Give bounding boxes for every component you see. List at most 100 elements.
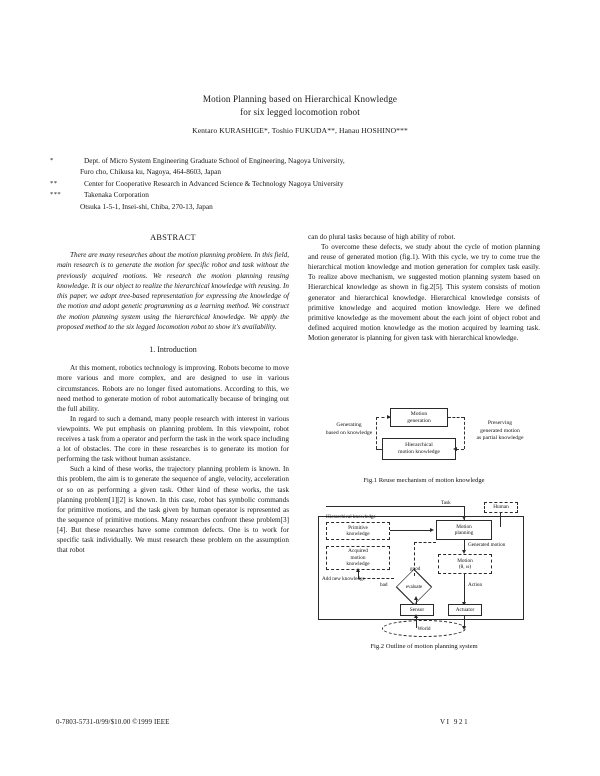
left-column: ABSTRACT There are many researches about… xyxy=(57,232,289,555)
fig2-motion-state-box: Motion (θ, ω) xyxy=(438,554,492,574)
fig1-know-line-2: motion knowledge xyxy=(398,449,440,455)
fig2-planning-line-2: planning xyxy=(454,530,474,536)
body-paragraph: can do plural tasks because of high abil… xyxy=(308,233,456,241)
figure-1: Motion generation Hierarchical motion kn… xyxy=(308,398,540,494)
figure-2-diagram: Task Human Hierarchical knowledge Primit… xyxy=(308,500,540,640)
fig2-acquired-line-3: knowledge xyxy=(346,561,370,568)
fig1-connector-right-top xyxy=(448,417,464,418)
abstract-heading: ABSTRACT xyxy=(150,233,196,242)
fig1-connector-left-vertical xyxy=(376,417,377,449)
fig2-task-bus-line xyxy=(326,506,464,507)
title-line-2: for six legged locomotion robot xyxy=(240,106,360,117)
fig2-motion-planning-box: Motion planning xyxy=(436,520,492,540)
fig2-arrowhead-generated-motion xyxy=(461,550,466,554)
fig2-arrowhead-task xyxy=(461,516,466,520)
affiliation-text: Dept. of Micro System Engineering Gradua… xyxy=(84,156,345,165)
fig2-knowledge-to-planning-line xyxy=(390,530,432,531)
fig2-human-link xyxy=(500,513,501,527)
fig1-preserving-label: Preserving generated motion as partial k… xyxy=(460,420,540,443)
fig1-hierarchical-knowledge-box: Hierarchical motion knowledge xyxy=(382,438,456,460)
fig2-arrowhead-to-planning xyxy=(430,527,434,532)
fig2-evaluate-feedback-line xyxy=(358,578,394,579)
footer-page-number: VI 921 xyxy=(440,718,470,726)
affiliation-text-cont: Otsuka 1-5-1, Insei-shi, Chiba, 270-13, … xyxy=(80,201,213,211)
fig2-actuator-to-world-line xyxy=(464,616,465,628)
fig2-evaluate-good-label: good xyxy=(410,566,421,572)
right-column: can do plural tasks because of high abil… xyxy=(308,232,540,343)
figure-2: Task Human Hierarchical knowledge Primit… xyxy=(308,500,540,660)
affiliation-marker: * xyxy=(50,157,54,164)
fig2-task-to-planning-line xyxy=(464,506,465,520)
body-paragraph: At this moment, robotics technology is i… xyxy=(57,364,289,413)
body-paragraph: Such a kind of these works, the trajecto… xyxy=(57,465,289,555)
fig2-arrowhead-sensor xyxy=(413,596,418,600)
fig2-actuator-box: Actuator xyxy=(448,604,482,616)
abstract-paragraph: There are many researches about the moti… xyxy=(57,251,289,332)
fig2-planning-line-1: Motion xyxy=(456,523,472,530)
affiliation-block: * Dept. of Micro System Engineering Grad… xyxy=(46,155,546,212)
body-paragraph: To overcome these defects, we study abou… xyxy=(308,243,540,342)
fig2-primitive-line-1: Primitive xyxy=(348,524,368,531)
figure-1-diagram: Motion generation Hierarchical motion kn… xyxy=(308,398,540,472)
fig2-hierarchical-knowledge-title: Hierarchical knowledge xyxy=(326,514,376,520)
fig2-add-knowledge-link xyxy=(358,570,359,578)
fig2-primitive-knowledge-box: Primitive knowledge xyxy=(326,522,390,540)
affiliation-marker: ** xyxy=(50,179,58,187)
fig2-arrowhead-add-knowledge xyxy=(355,568,360,572)
fig2-generated-motion-label: Generated motion xyxy=(468,542,506,548)
affiliation-text-cont: Furo cho, Chikusa ku, Nagoya, 464-8603, … xyxy=(80,167,222,177)
fig2-primitive-line-2: knowledge xyxy=(346,531,370,537)
affiliation-item: * Dept. of Micro System Engineering Grad… xyxy=(46,155,546,166)
fig1-arrowhead-to-knowledge xyxy=(453,446,457,451)
affiliation-item: *** Takenaka Corporation xyxy=(46,189,546,200)
fig2-acquired-line-2: motion xyxy=(350,554,366,561)
title-line-1: Motion Planning based on Hierarchical Kn… xyxy=(202,94,398,104)
fig1-gen-line-2: generation xyxy=(407,417,431,424)
fig1-motion-generation-box: Motion generation xyxy=(390,408,448,427)
fig1-connector-left-bottom xyxy=(376,449,382,450)
fig2-motion-line-2: (θ, ω) xyxy=(458,564,472,570)
fig1-right-line-3: as partial knowledge xyxy=(476,435,524,442)
footer-copyright: 0-7803-5731-0/99/$10.00 ©1999 IEEE xyxy=(56,718,170,726)
fig1-right-line-1: Preserving xyxy=(487,420,513,426)
fig2-evaluate-to-planning-line xyxy=(414,542,436,543)
fig2-task-label: Task xyxy=(441,500,451,506)
fig1-know-line-1: Hierarchical xyxy=(405,442,433,448)
fig1-right-line-2: generated motion xyxy=(480,427,520,434)
fig1-connector-right-vertical xyxy=(464,417,465,449)
paper-title: Motion Planning based on Hierarchical Kn… xyxy=(60,93,540,118)
author-list: Kentaro KURASHIGE*, Toshio FUKUDA**, Han… xyxy=(192,126,408,135)
fig1-left-line-1: Generating xyxy=(336,422,362,428)
abstract-body: There are many researches about the moti… xyxy=(57,250,289,332)
affiliation-text: Takenaka Corporation xyxy=(84,190,149,200)
fig2-world-to-sensor-line xyxy=(416,616,417,628)
fig2-world-ellipse: World xyxy=(382,620,466,637)
affiliation-text: Center for Cooperative Research in Advan… xyxy=(84,178,344,188)
fig2-evaluate-bad-label: bad xyxy=(380,582,388,588)
fig2-sensor-to-evaluate-line xyxy=(416,598,417,604)
fig2-motion-line-1: Motion xyxy=(457,557,473,564)
fig1-connector-right-bottom xyxy=(456,449,464,450)
fig2-add-knowledge-label: Add new knowledge xyxy=(322,576,365,582)
introduction-heading: 1. Introduction xyxy=(149,345,197,355)
fig2-evaluate-decision: evaluate xyxy=(394,568,434,606)
fig2-evaluate-upper-line xyxy=(414,542,415,576)
figure-1-caption: Fig.1 Reuse mechanism of motion knowledg… xyxy=(363,477,485,484)
fig2-arrowhead-world-sensor xyxy=(413,614,418,618)
fig1-left-line-2: based on knowledge xyxy=(325,429,373,436)
fig2-motion-to-actuator-line xyxy=(464,574,465,604)
fig2-planning-to-motion-line xyxy=(464,540,465,552)
affiliation-item: ** Center for Cooperative Research in Ad… xyxy=(46,178,546,189)
body-paragraph: In regard to such a demand, many people … xyxy=(57,414,289,464)
fig2-human-box: Human xyxy=(484,502,518,513)
fig2-acquired-knowledge-box: Acquired motion knowledge xyxy=(326,546,390,570)
figure-2-caption: Fig.2 Outline of motion planning system xyxy=(370,643,478,650)
fig2-evaluate-label: evaluate xyxy=(405,584,423,590)
affiliation-marker: *** xyxy=(50,191,62,199)
fig1-arrowhead-to-generation xyxy=(387,414,391,419)
fig2-action-label: Action xyxy=(468,582,483,588)
fig2-acquired-line-1: Acquired xyxy=(348,548,368,555)
fig2-arrowhead-world-actuator xyxy=(461,626,466,630)
fig1-gen-line-1: Motion xyxy=(410,410,428,417)
